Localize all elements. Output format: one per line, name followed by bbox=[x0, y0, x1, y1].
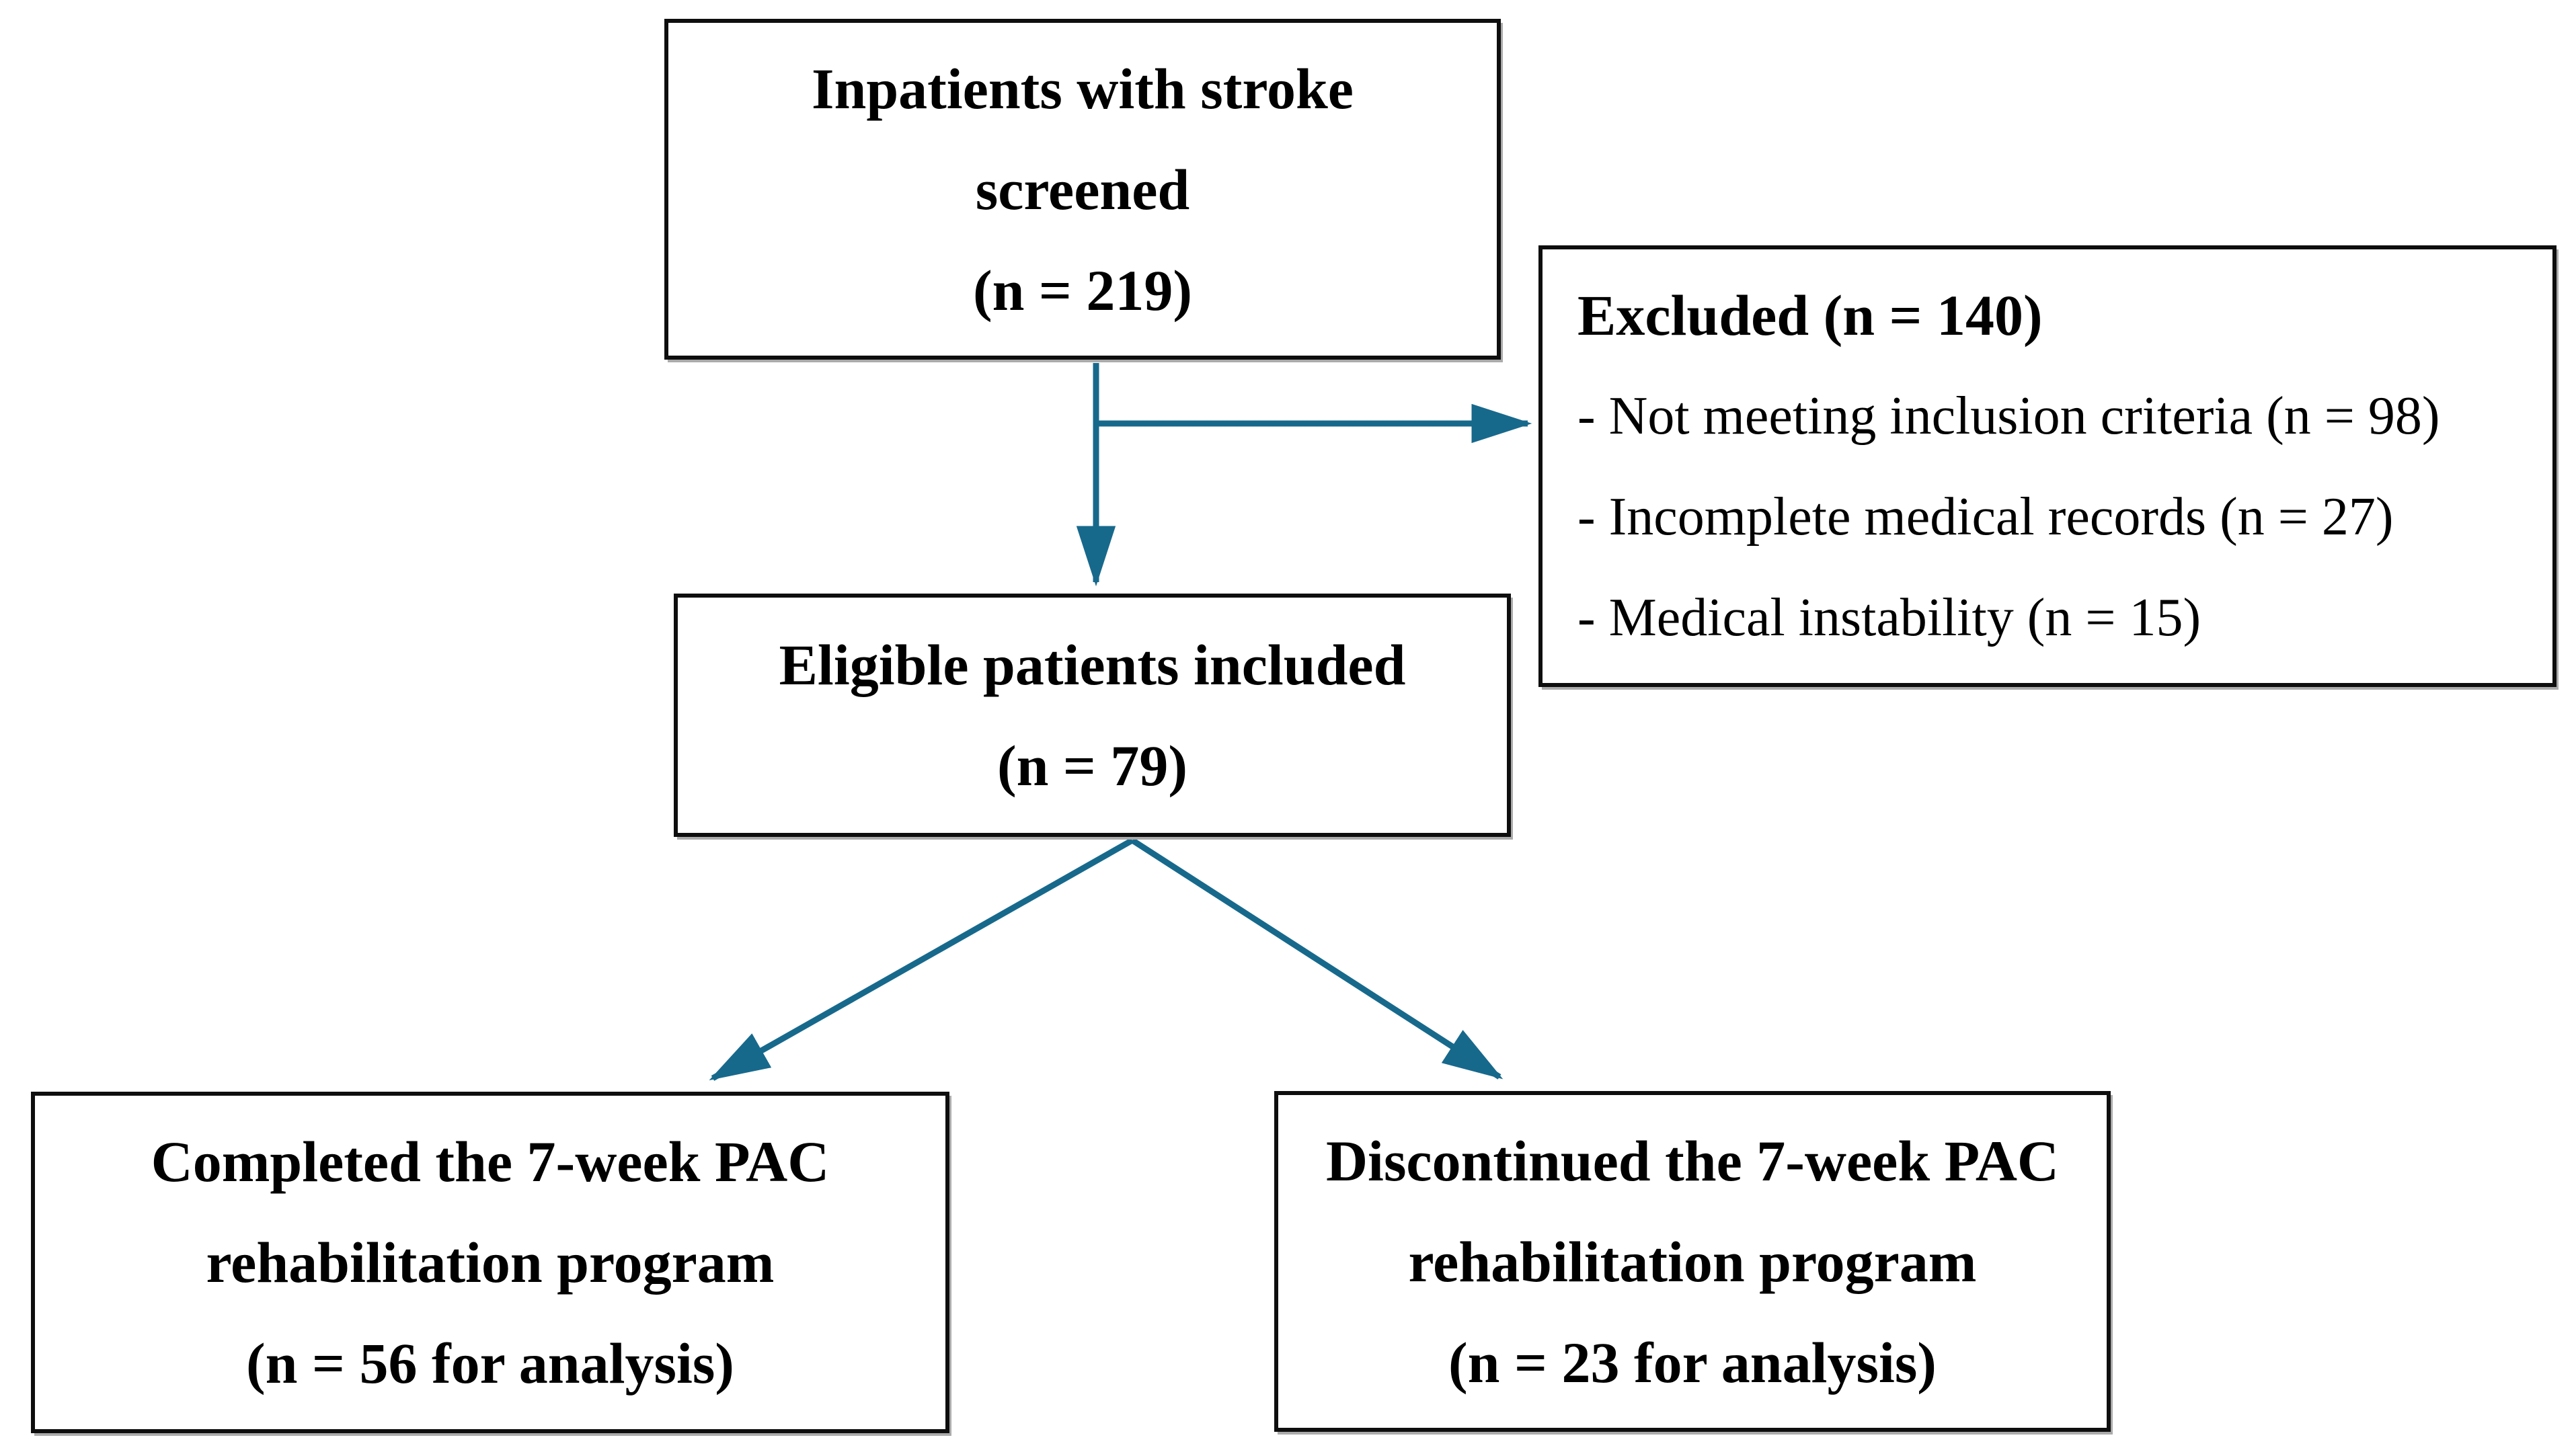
box-screened-line-2: screened bbox=[975, 157, 1190, 222]
box-completed-line-3: (n = 56 for analysis) bbox=[246, 1331, 734, 1396]
box-completed: Completed the 7-week PAC rehabilitation … bbox=[31, 1092, 949, 1433]
arrow-eligible-to-completed bbox=[709, 838, 1134, 1081]
box-eligible: Eligible patients included (n = 79) bbox=[674, 594, 1511, 837]
box-discontinued: Discontinued the 7-week PAC rehabilitati… bbox=[1274, 1091, 2111, 1432]
box-eligible-line-1: Eligible patients included bbox=[779, 633, 1406, 697]
box-excluded-item-2: - Incomplete medical records (n = 27) bbox=[1577, 487, 2394, 547]
box-excluded-title: Excluded (n = 140) bbox=[1577, 282, 2043, 348]
box-excluded-item-1: - Not meeting inclusion criteria (n = 98… bbox=[1577, 386, 2440, 446]
box-discontinued-line-2: rehabilitation program bbox=[1408, 1229, 1977, 1294]
box-screened-line-3: (n = 219) bbox=[972, 257, 1193, 323]
box-completed-line-1: Completed the 7-week PAC bbox=[151, 1129, 830, 1194]
box-screened-line-1: Inpatients with stroke bbox=[812, 56, 1354, 121]
arrow-eligible-to-discontinued bbox=[1130, 838, 1504, 1080]
box-excluded-item-3: - Medical instability (n = 15) bbox=[1577, 588, 2201, 647]
box-discontinued-line-1: Discontinued the 7-week PAC bbox=[1325, 1128, 2060, 1193]
box-excluded: Excluded (n = 140) - Not meeting inclusi… bbox=[1538, 245, 2557, 687]
box-completed-line-2: rehabilitation program bbox=[206, 1230, 775, 1295]
box-screened: Inpatients with stroke screened (n = 219… bbox=[664, 19, 1501, 360]
box-discontinued-line-3: (n = 23 for analysis) bbox=[1448, 1330, 1937, 1395]
box-eligible-line-2: (n = 79) bbox=[997, 733, 1188, 798]
